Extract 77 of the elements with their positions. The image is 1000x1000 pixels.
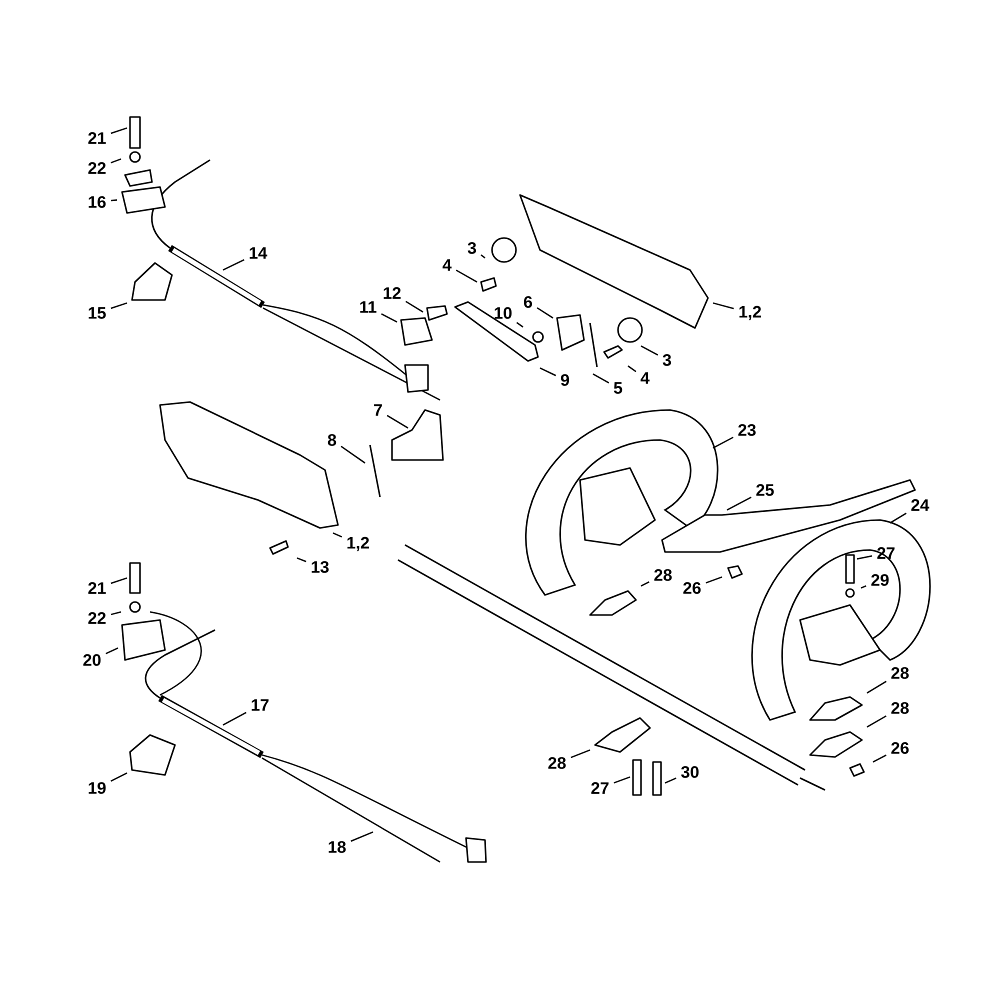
- leader-line: [516, 322, 524, 328]
- callout-number: 23: [738, 424, 756, 436]
- leader-line: [592, 373, 610, 384]
- leader-line: [614, 776, 630, 784]
- leader-line: [536, 307, 554, 319]
- callout-number: 4: [640, 372, 650, 384]
- callout-number: 18: [328, 841, 346, 853]
- leader-line: [222, 712, 247, 726]
- leader-line: [110, 772, 128, 782]
- leader-line: [712, 302, 734, 310]
- callout-number: 17: [252, 699, 269, 711]
- callout-number: 9: [560, 374, 570, 386]
- leader-line: [860, 585, 866, 589]
- leader-line: [456, 270, 478, 283]
- leader-line: [872, 754, 886, 763]
- callout-number: 25: [756, 484, 774, 496]
- callout-number: 21: [88, 582, 106, 594]
- callout-number: 7: [374, 404, 382, 416]
- callout-number: 28: [891, 702, 909, 714]
- callout-number: 22: [88, 612, 106, 624]
- callout-number: 20: [83, 654, 101, 666]
- leader-line: [570, 749, 590, 758]
- leader-line: [480, 254, 486, 259]
- leader-line: [296, 557, 306, 562]
- callout-number: 30: [681, 766, 699, 778]
- callout-number: 13: [312, 561, 329, 573]
- leader-line: [628, 365, 636, 372]
- callout-number: 24: [911, 499, 930, 511]
- callout-number: 3: [468, 242, 476, 254]
- leader-line: [664, 777, 676, 784]
- callout-number: 8: [328, 434, 336, 446]
- leader-line: [706, 576, 722, 584]
- leader-line: [110, 158, 122, 164]
- callout-number: 3: [662, 354, 672, 366]
- callout-number: 22: [88, 162, 106, 174]
- leader-line: [540, 367, 556, 376]
- leader-line: [340, 446, 366, 464]
- leader-line: [726, 496, 752, 511]
- leader-line: [866, 680, 887, 694]
- leader-line: [381, 313, 398, 323]
- leader-line: [110, 577, 128, 584]
- leader-line: [866, 715, 887, 728]
- callout-number: 15: [88, 307, 106, 319]
- leader-line: [110, 199, 118, 202]
- leader-line: [405, 300, 424, 313]
- callout-number: 21: [88, 132, 106, 144]
- leader-line: [640, 581, 650, 587]
- callout-number: 19: [88, 782, 106, 794]
- callout-number: 28: [891, 667, 909, 679]
- leader-line: [110, 302, 128, 310]
- callout-number: 1,2: [347, 536, 369, 552]
- leader-line: [350, 831, 374, 842]
- leader-line: [386, 414, 408, 429]
- callout-number: 27: [591, 782, 609, 794]
- leader-line: [890, 512, 907, 524]
- leader-line: [332, 532, 342, 538]
- leader-line: [856, 555, 872, 560]
- callout-number: 11: [360, 301, 376, 313]
- leader-line: [106, 647, 118, 654]
- leader-line: [222, 259, 244, 271]
- callout-number: 1,2: [739, 306, 761, 320]
- callout-number: 26: [683, 582, 701, 594]
- callout-number: 28: [548, 757, 566, 769]
- callout-number: 5: [614, 382, 622, 394]
- callout-number: 12: [384, 287, 401, 299]
- callout-number: 29: [871, 574, 889, 586]
- leader-line: [110, 611, 122, 616]
- callout-number: 14: [250, 247, 268, 259]
- callout-number: 10: [494, 307, 512, 319]
- callout-number: 28: [654, 569, 672, 581]
- leader-line: [640, 345, 658, 356]
- callout-number: 4: [442, 259, 452, 271]
- callout-number: 6: [524, 296, 532, 308]
- leader-line: [110, 127, 128, 134]
- leader-line: [712, 436, 734, 449]
- callout-number: 16: [88, 196, 106, 208]
- callout-number: 26: [891, 742, 909, 754]
